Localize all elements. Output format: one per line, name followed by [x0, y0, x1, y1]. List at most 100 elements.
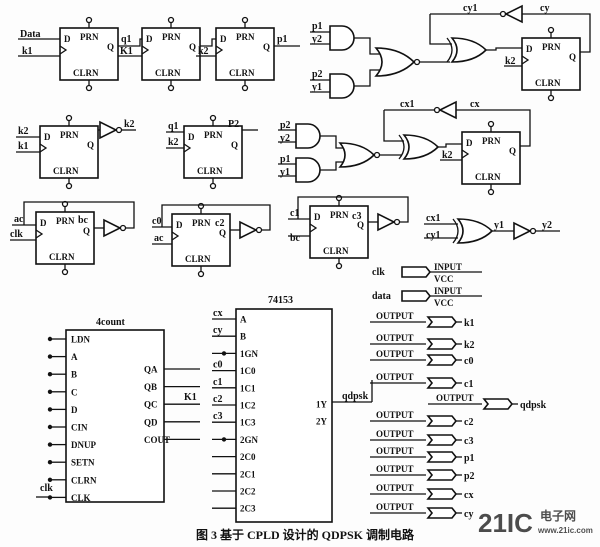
ff10-prn-pin: PRN [482, 136, 501, 146]
mux-pin-1y: 1Y [316, 400, 328, 410]
counter-pin-qb: QB [144, 382, 157, 392]
ff6-d-pin: D [40, 218, 47, 228]
output-name-cy: cy [464, 509, 473, 520]
output-kind: OUTPUT [376, 464, 414, 474]
mux-title: 74153 [268, 295, 293, 306]
top-in2-label: y2 [312, 34, 322, 45]
top-in3-label: p2 [312, 69, 323, 80]
counter-pin-setn: SETN [71, 458, 95, 468]
ff4-d-pin: D [44, 132, 51, 142]
output-kind: OUTPUT [376, 333, 414, 343]
counter-pin-dot [47, 477, 53, 482]
counter-pin-a: A [71, 352, 78, 362]
xor-gate-3 [456, 218, 494, 244]
counter-pin-dot [47, 336, 53, 342]
figure-caption: 图 3 基于 CPLD 设计的 QDPSK 调制电路 [196, 527, 415, 542]
mid-fb-in-label: cx [470, 99, 479, 110]
mid-in1-label: p2 [280, 120, 291, 131]
dff-6: D PRN Q CLRN [35, 200, 95, 276]
qdpsk-output-kind: OUTPUT [436, 393, 474, 403]
qdpsk-output-name: qdpsk [520, 400, 547, 411]
top-fb-out-label: cy1 [463, 3, 477, 14]
dff-2: D PRN Q CLRN [141, 16, 201, 92]
inverter-7 [513, 221, 532, 241]
counter-pin-dot [47, 372, 53, 377]
mux-74153: 74153 AcxBcy1GN1C0c01C1c11C2c21C3c32GN2C… [212, 295, 333, 523]
input-kind: INPUT [434, 262, 462, 272]
nor-gate-2 [338, 142, 376, 168]
qdpsk-output-pin: OUTPUT qdpsk [371, 380, 547, 411]
mux-pin-2gn: 2GN [240, 435, 259, 445]
counter-pin-dot [47, 354, 53, 359]
mux-pin-a: A [240, 315, 247, 325]
mux-input-label: c0 [213, 360, 222, 371]
mux-pin-2c1: 2C1 [240, 469, 256, 479]
ff2-out-label: p1 [277, 34, 288, 45]
ff4-prn-pin: PRN [60, 130, 79, 140]
inverter-1 [99, 120, 118, 140]
mux-pin-2c0: 2C0 [240, 452, 256, 462]
counter-pin-b: B [71, 370, 77, 380]
and-gate-4 [295, 157, 321, 183]
counter-pin-ldn: LDN [71, 335, 91, 345]
top-in4-label: y1 [312, 82, 322, 93]
mux-input-label: cy [213, 325, 222, 336]
counter-pin-dnup: DNUP [71, 440, 96, 450]
counter-pin-cout: COUT [144, 435, 170, 445]
ff1-prn-pin: PRN [80, 32, 99, 42]
xor-gate-2 [402, 134, 440, 160]
ff3-prn-pin: PRN [236, 32, 255, 42]
mid-in4-label: y1 [280, 167, 290, 178]
counter-clk-label: clk [40, 483, 53, 494]
mux-pin-1c1: 1C1 [240, 383, 256, 393]
ff10-q-pin: Q [509, 146, 516, 156]
counter-pin-c: C [71, 387, 78, 397]
output-name-k2: k2 [464, 340, 475, 351]
watermark-logo: 21IC 电子网 www.21ic.com [478, 508, 593, 538]
output-kind: OUTPUT [376, 502, 414, 512]
output-pins: OUTPUTk1OUTPUTk2OUTPUTc0OUTPUTc1OUTPUTc2… [370, 311, 475, 520]
ff5-d-label: q1 [168, 121, 179, 132]
ff10-clrn-pin: CLRN [475, 172, 501, 182]
ff7-clrn-pin: CLRN [185, 254, 211, 264]
ff1-data-label: Data [20, 29, 41, 40]
nor-gate-1 [374, 47, 416, 77]
counter-pin-d: D [71, 405, 78, 415]
ff5-out-label: P2 [228, 119, 239, 130]
dff-5: D PRN Q CLRN [183, 114, 243, 190]
ff1-q-pin: Q [107, 42, 114, 52]
mux-pin-2c2: 2C2 [240, 487, 256, 497]
counter-pin-dot [47, 407, 53, 412]
ff1-clk-label: k1 [22, 46, 33, 57]
ff6-q-pin: Q [83, 226, 90, 236]
ff7-d-label: c0 [152, 216, 161, 227]
mux-pin-1c0: 1C0 [240, 366, 256, 376]
output-kind: OUTPUT [376, 410, 414, 420]
ff5-q-pin: Q [231, 140, 238, 150]
top-fb-in-label: cy [540, 3, 549, 14]
ff8-out-label: c3 [352, 211, 361, 222]
mux-pin-1gn: 1GN [240, 349, 259, 359]
ff8-prn-pin: PRN [330, 210, 349, 220]
counter-pin-dot [47, 389, 53, 394]
ff2-q-pin: Q [189, 42, 196, 52]
ff1-out-label: q1 [121, 34, 132, 45]
inverter-2 [103, 218, 122, 238]
ff2-d-pin: D [146, 34, 153, 44]
xor-out2-label: y2 [542, 220, 552, 231]
ff5-clk-label: k2 [168, 137, 179, 148]
xor-gate-1 [450, 37, 488, 63]
ff8-clrn-pin: CLRN [323, 246, 349, 256]
dff-9: D PRN Q CLRN [521, 26, 581, 102]
ff10-d-pin: D [466, 138, 473, 148]
ff10-clk-label: k2 [442, 150, 453, 161]
output-name-c2: c2 [464, 417, 473, 428]
mux-pin-1c3: 1C3 [240, 418, 256, 428]
dff-7: D PRN Q CLRN [171, 202, 231, 278]
input-sub: VCC [434, 298, 454, 308]
and-gate-1 [329, 25, 355, 51]
ff7-out-label: c2 [215, 218, 224, 229]
input-kind: INPUT [434, 286, 462, 296]
